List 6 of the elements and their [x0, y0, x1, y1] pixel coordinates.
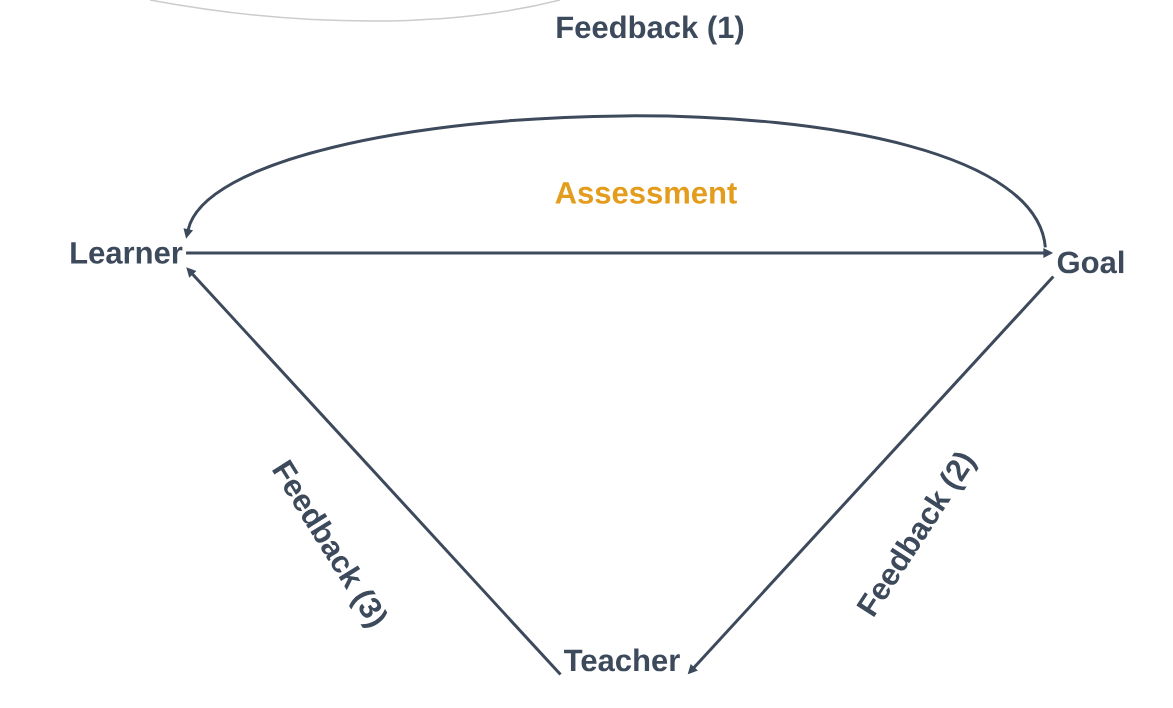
edge-label: Feedback (1) [557, 15, 744, 45]
arrow [183, 114, 1047, 249]
edge-label: Assessment [555, 182, 737, 204]
node-label: Learner [71, 242, 183, 264]
node-label: Goal [1057, 250, 1124, 274]
node-label: Teacher [564, 648, 680, 672]
